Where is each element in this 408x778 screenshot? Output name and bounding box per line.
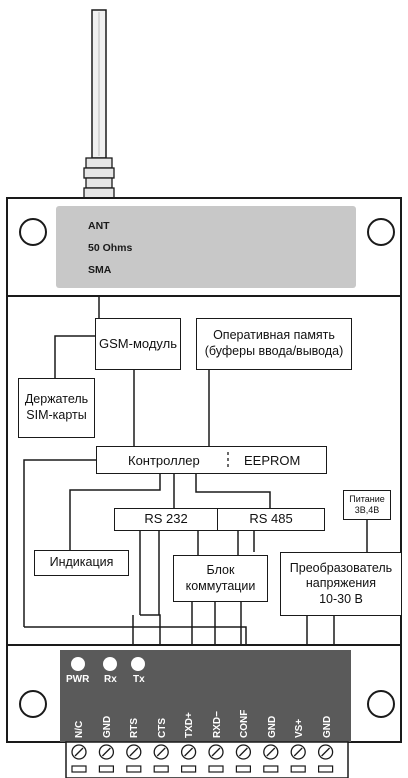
antenna-icon — [83, 9, 115, 199]
terminal-slot — [71, 765, 87, 773]
gsm-module-block: GSM-модуль — [95, 318, 181, 370]
impedance-label: 50 Ohms — [88, 242, 133, 254]
indication-block: Индикация — [34, 550, 129, 576]
terminal-slot — [318, 765, 334, 773]
screw-slot — [293, 747, 303, 757]
mounting-hole-icon — [19, 218, 47, 246]
screw-slot — [211, 747, 221, 757]
pin-label: GND — [267, 715, 278, 738]
power-supply-block: Питание 3В,4В — [343, 490, 391, 520]
screw-slot — [238, 747, 248, 757]
screw-slot — [184, 747, 194, 757]
rs485-block: RS 485 — [217, 508, 325, 531]
eeprom-label: EEPROM — [244, 453, 301, 468]
terminal-screws — [71, 744, 334, 773]
mounting-hole-icon — [19, 690, 47, 718]
screw-slot — [156, 747, 166, 757]
terminal-slot — [263, 765, 279, 773]
pin-label: TXD+ — [184, 712, 195, 738]
mounting-hole-icon — [367, 218, 395, 246]
led-label: Rx — [104, 674, 117, 685]
pin-label: CONF — [239, 709, 250, 738]
mounting-hole-icon — [367, 690, 395, 718]
led-rx-icon — [103, 657, 117, 671]
voltage-converter-block: Преобразователь напряжения 10-30 В — [280, 552, 402, 616]
terminal-slot — [235, 765, 251, 773]
switching-block: Блок коммутации — [173, 555, 268, 602]
terminal-slot — [98, 765, 115, 773]
connection-lines — [23, 296, 368, 645]
pin-label: RTS — [129, 718, 140, 738]
led-pwr-icon — [71, 657, 85, 671]
connector-label: SMA — [88, 264, 112, 276]
pin-label: CTS — [157, 718, 168, 738]
controller-eeprom-block — [96, 446, 327, 474]
ant-label: ANT — [88, 220, 110, 232]
led-tx-icon — [131, 657, 145, 671]
screw-slot — [321, 747, 331, 757]
terminal-slot — [181, 765, 197, 773]
rs232-block: RS 232 — [114, 508, 218, 531]
terminal-slot — [290, 765, 306, 773]
pin-label: GND — [102, 715, 113, 738]
screw-slot — [74, 747, 84, 757]
terminal-slot — [208, 765, 224, 773]
pin-label: VS+ — [294, 718, 305, 738]
sim-holder-block: Держатель SIM-карты — [18, 378, 95, 438]
screw-slot — [266, 747, 276, 757]
led-label: PWR — [66, 674, 90, 685]
screw-slot — [101, 747, 111, 757]
terminal-slot — [153, 765, 169, 773]
ram-block: Оперативная память (буферы ввода/вывода) — [196, 318, 352, 370]
pin-label: RXD− — [212, 711, 223, 738]
terminal-slot — [126, 765, 142, 773]
ant-plate — [56, 206, 356, 288]
pin-label: N/C — [74, 720, 85, 738]
controller-label: Контроллер — [128, 453, 200, 468]
pin-label: GND — [322, 715, 333, 738]
led-label: Tx — [133, 674, 145, 685]
screw-slot — [129, 747, 139, 757]
